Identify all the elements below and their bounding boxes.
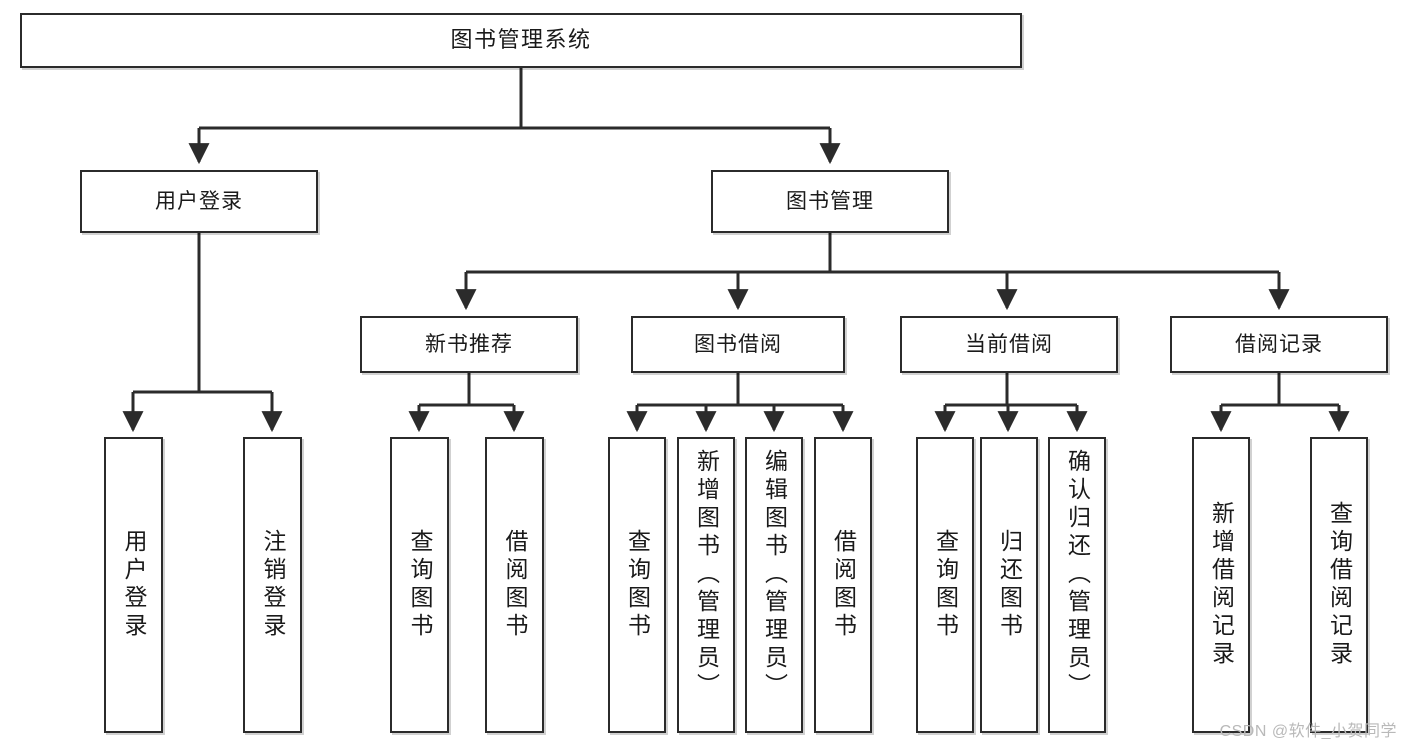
leaf-add-borrow-record[interactable]: 新增借阅记录 [1192,437,1250,733]
leaf-query-book-borrow[interactable]: 查询图书 [608,437,666,733]
node-label: 查询图书 [932,529,959,641]
leaf-query-borrow-record[interactable]: 查询借阅记录 [1310,437,1368,733]
node-label: 图书借阅 [694,332,782,356]
node-borrow-record[interactable]: 借阅记录 [1170,316,1388,373]
node-label: 图书管理 [786,189,874,213]
node-label: 查询借阅记录 [1326,501,1353,669]
node-user-login[interactable]: 用户登录 [80,170,318,233]
node-label: 借阅图书 [502,529,528,641]
leaf-add-book[interactable]: 新增图书（管理员） [677,437,735,733]
node-label: 查询图书 [624,529,651,641]
node-label: 查询图书 [407,529,433,641]
node-label: 借阅图书 [830,529,857,641]
node-label: 新增借阅记录 [1208,501,1235,669]
leaf-borrow-book-recommend[interactable]: 借阅图书 [485,437,544,733]
node-label: 新书推荐 [425,332,513,356]
node-label: 确认归还（管理员） [1064,449,1091,701]
node-label: 图书管理系统 [450,27,592,53]
node-current-borrow[interactable]: 当前借阅 [900,316,1118,373]
node-label: 当前借阅 [965,332,1053,356]
node-label: 编辑图书（管理员） [761,449,788,701]
leaf-logout-login[interactable]: 注销登录 [243,437,302,733]
leaf-return-book[interactable]: 归还图书 [980,437,1038,733]
node-label: 新增图书（管理员） [693,449,720,701]
node-label: 借阅记录 [1235,332,1323,356]
leaf-user-login[interactable]: 用户登录 [104,437,163,733]
node-label: 注销登录 [260,529,286,641]
leaf-borrow-book[interactable]: 借阅图书 [814,437,872,733]
node-root-book-management-system[interactable]: 图书管理系统 [20,13,1022,68]
leaf-confirm-return[interactable]: 确认归还（管理员） [1048,437,1106,733]
node-label: 归还图书 [996,529,1023,641]
leaf-edit-book[interactable]: 编辑图书（管理员） [745,437,803,733]
node-label: 用户登录 [121,529,147,641]
node-book-borrow[interactable]: 图书借阅 [631,316,845,373]
leaf-query-book-recommend[interactable]: 查询图书 [390,437,449,733]
csdn-watermark: CSDN @软件_小贺同学 [1219,723,1397,740]
node-new-book-recommend[interactable]: 新书推荐 [360,316,578,373]
node-book-manage[interactable]: 图书管理 [711,170,949,233]
leaf-query-book-current[interactable]: 查询图书 [916,437,974,733]
node-label: 用户登录 [155,189,243,213]
